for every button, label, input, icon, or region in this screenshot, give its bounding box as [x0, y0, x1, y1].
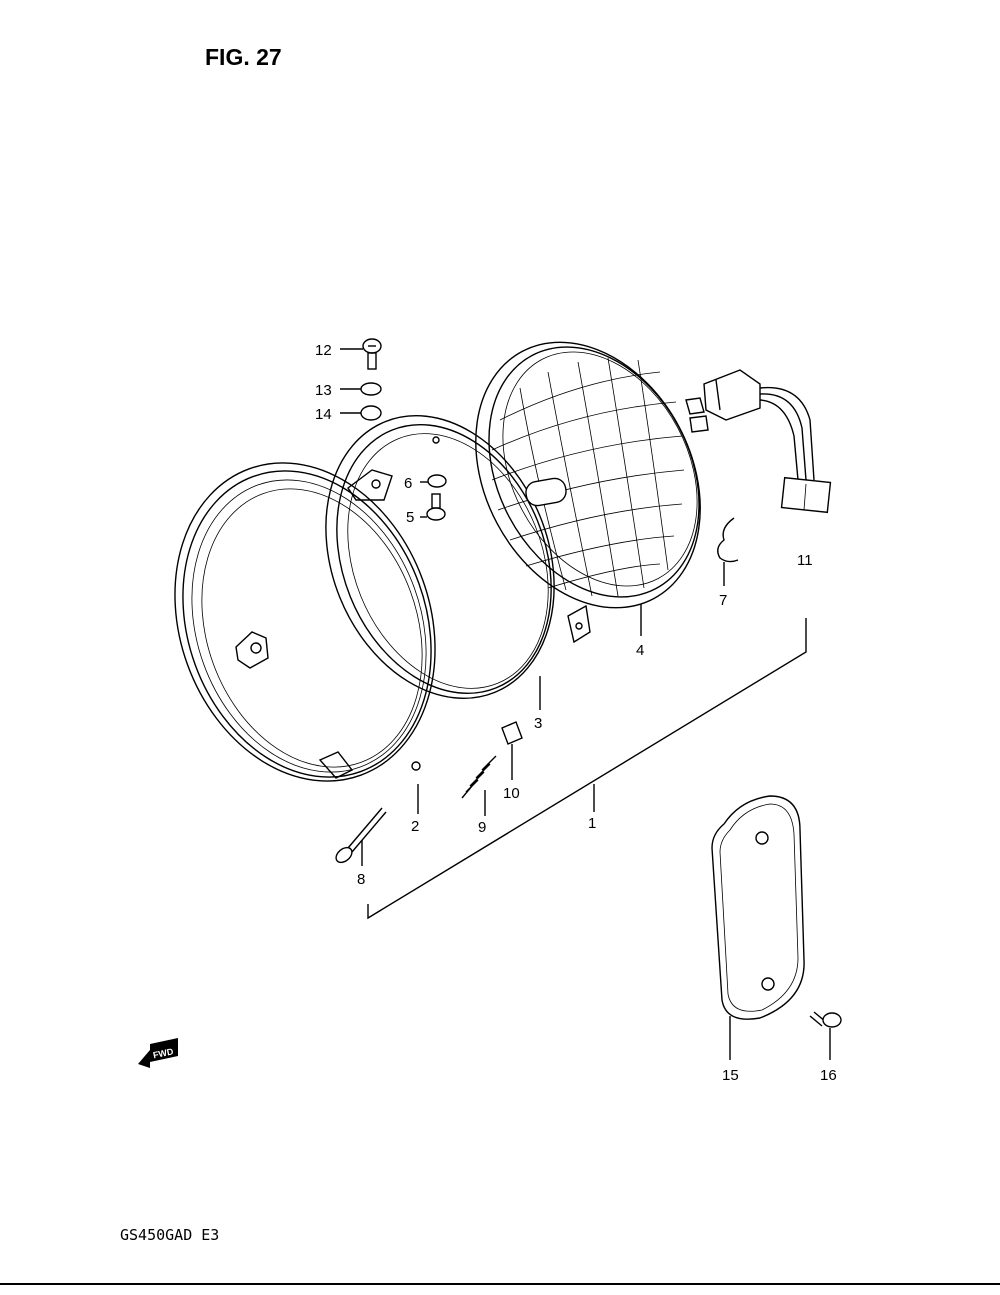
part-nut-10: [501, 721, 523, 745]
part-washer-14: [360, 405, 382, 421]
part-headlamp-rim: [174, 462, 436, 782]
callout-10: 10: [503, 785, 520, 802]
part-socket-harness: [703, 369, 832, 514]
callout-5: 5: [406, 509, 414, 526]
callout-13: 13: [315, 382, 332, 399]
callout-6: 6: [404, 475, 412, 492]
callout-1: 1: [588, 815, 596, 832]
callout-14: 14: [315, 406, 332, 423]
callout-labels: 1 2 3 4 5 6 7 8 9 10 11 12 13 14 15 16: [315, 342, 837, 1084]
bottom-rule: [0, 1283, 1000, 1285]
part-screw-16: [809, 1011, 842, 1028]
model-code: GS450GAD E3: [120, 1226, 220, 1244]
part-clip: [717, 517, 739, 563]
callout-4: 4: [636, 642, 644, 659]
part-mounting-ring: [325, 415, 591, 699]
part-screw-5: [426, 493, 446, 521]
callout-2: 2: [411, 818, 419, 835]
callout-15: 15: [722, 1067, 739, 1084]
leader-lines: [340, 348, 831, 1060]
fwd-text: FWD: [152, 1046, 175, 1060]
fwd-arrow-badge: FWD: [138, 1038, 178, 1068]
figure-title: FIG. 27: [205, 44, 282, 70]
callout-7: 7: [719, 592, 727, 609]
part-reflector-15: [711, 795, 805, 1020]
part-sealed-beam-unit: [475, 341, 709, 609]
callout-11: 11: [797, 552, 813, 569]
callout-8: 8: [357, 871, 365, 888]
part-washer-6: [427, 474, 447, 488]
callout-12: 12: [315, 342, 332, 359]
part-washer-13: [360, 382, 382, 396]
callout-3: 3: [534, 715, 542, 732]
part-spring-9: [461, 755, 497, 799]
lens-pattern: [491, 357, 685, 597]
callout-9: 9: [478, 819, 486, 836]
assembly-bracket: [367, 618, 807, 920]
callout-16: 16: [820, 1067, 837, 1084]
part-screw-12: [362, 338, 382, 370]
part-adjusting-screw-8: [335, 807, 387, 864]
